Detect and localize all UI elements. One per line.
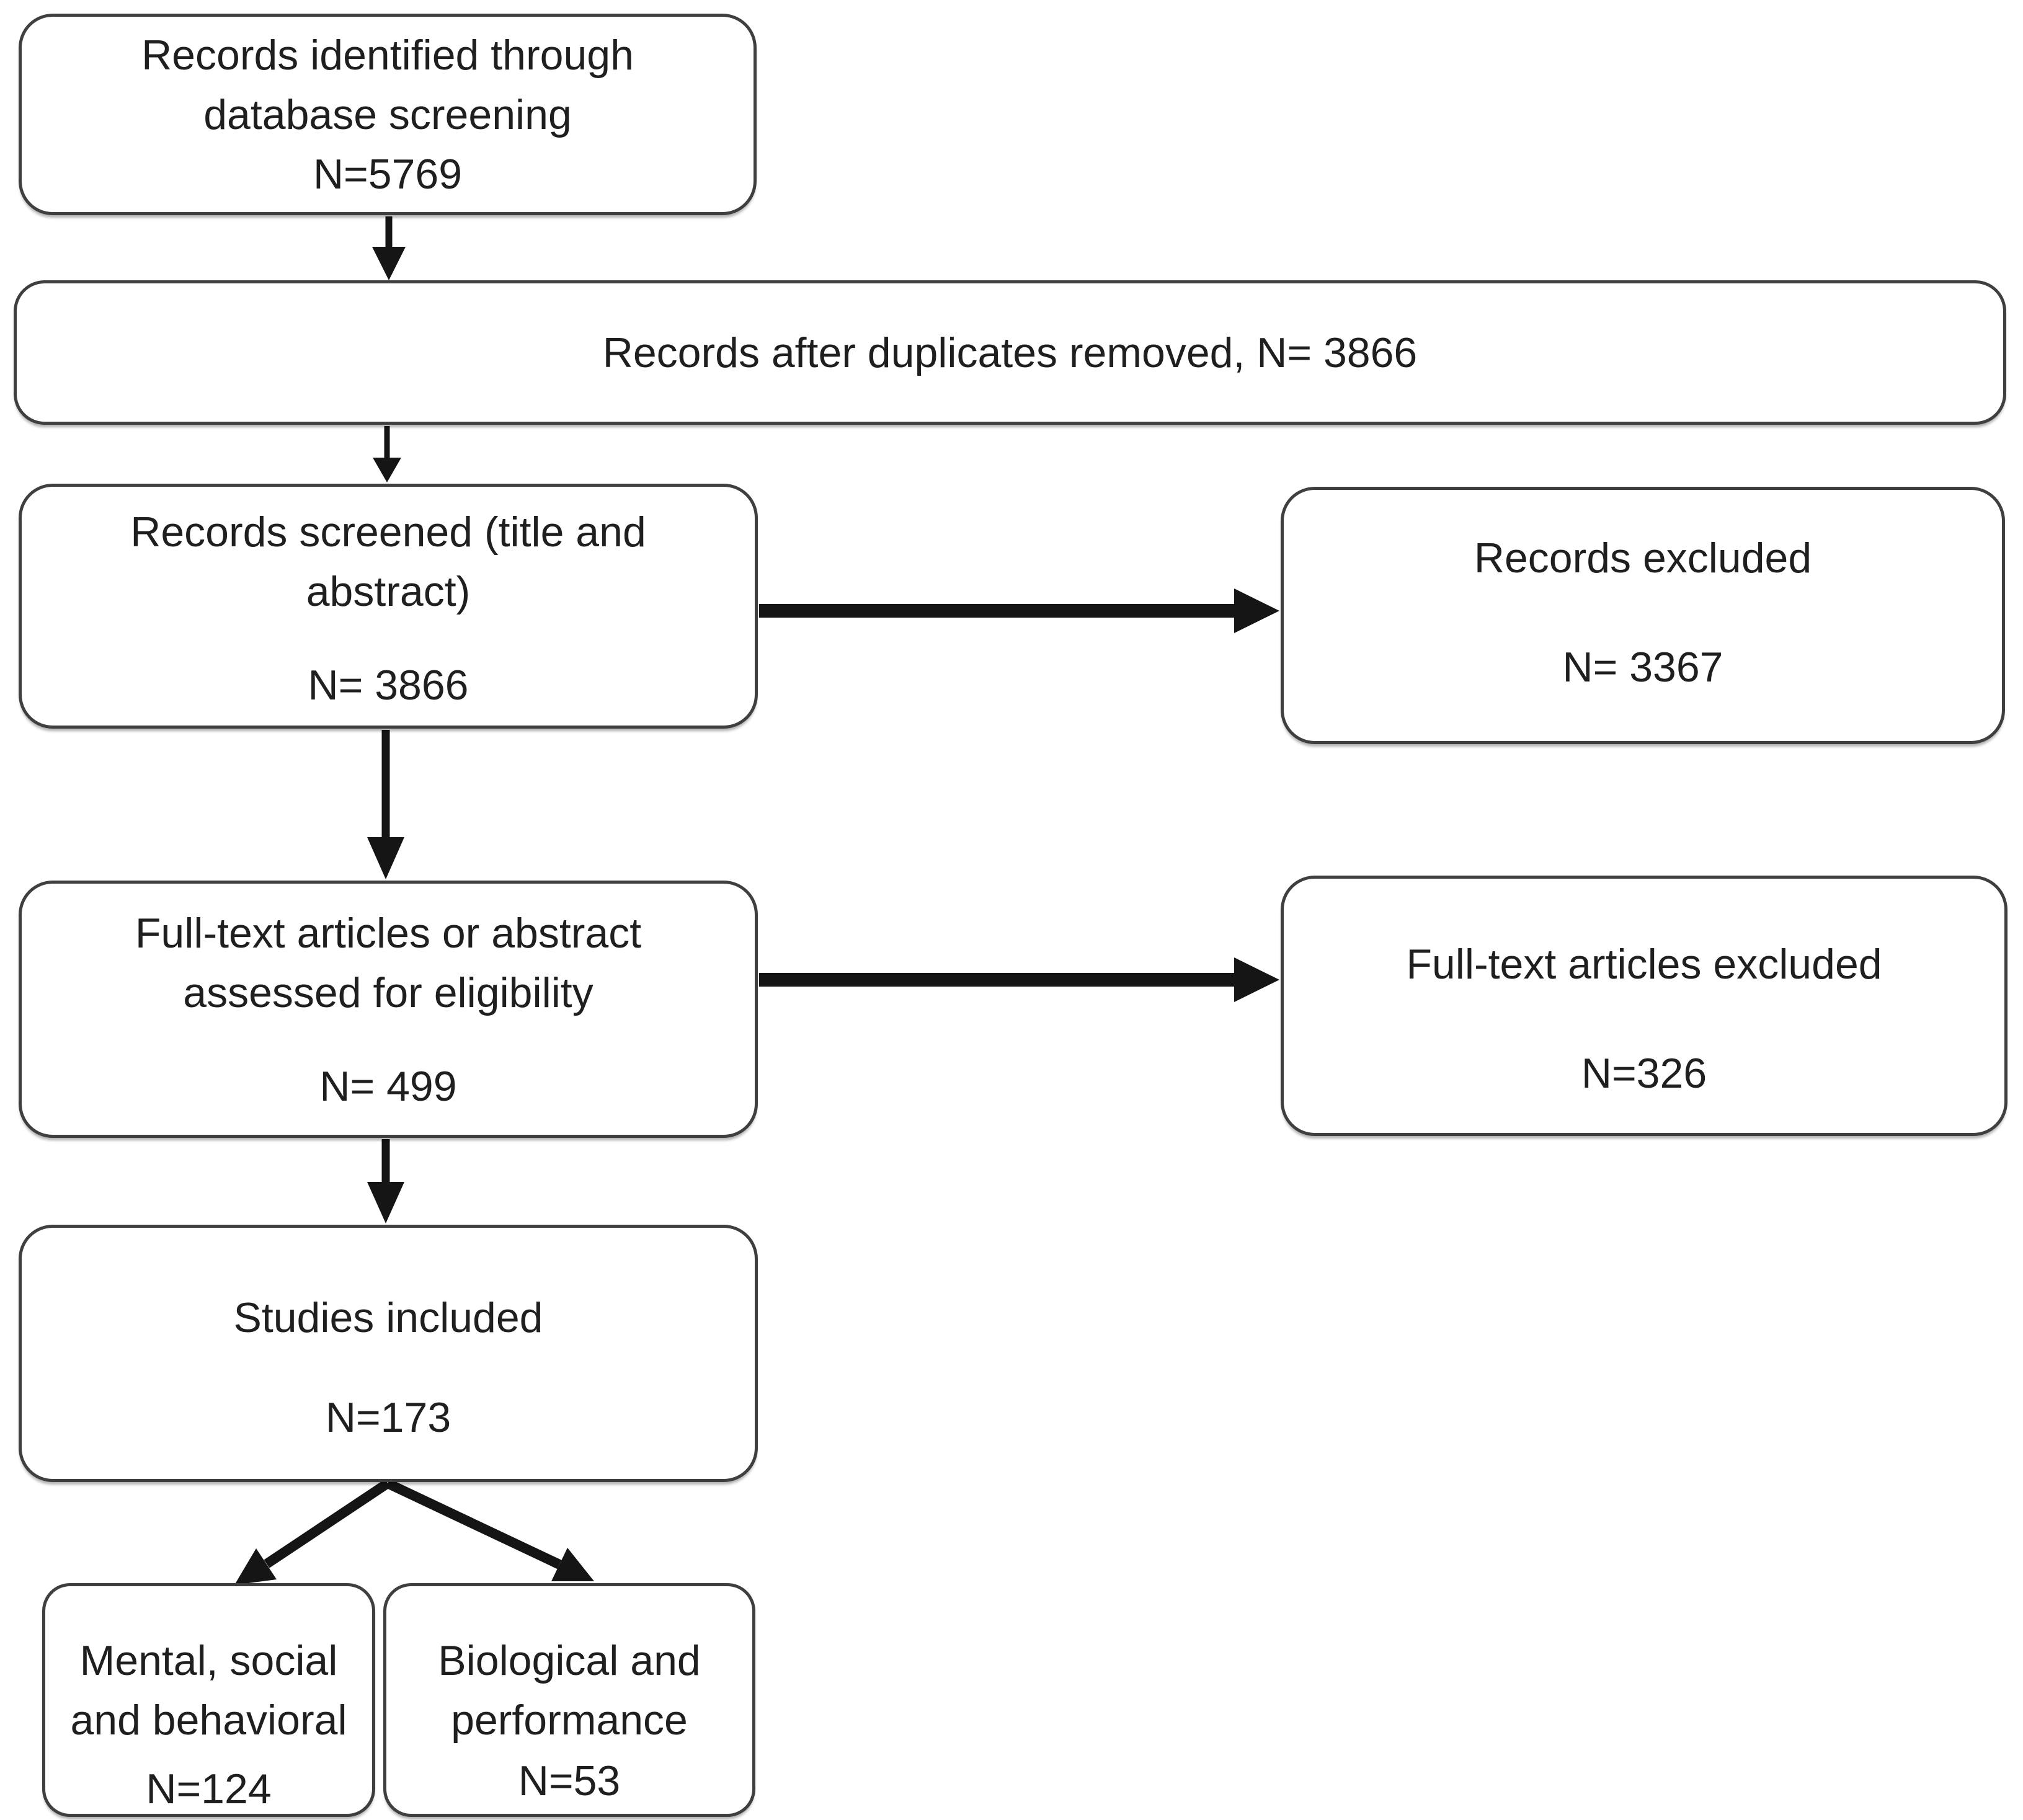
arrow-fulltext-to-included: [367, 1139, 404, 1223]
box-title: Studies included: [233, 1294, 543, 1341]
box-count: N= 499: [319, 1063, 457, 1110]
box-count: N=124: [146, 1765, 272, 1813]
box-title: Records excluded: [1474, 535, 1812, 582]
box-count: N=53: [518, 1757, 621, 1804]
box-title: Biological and performance: [438, 1637, 701, 1744]
box-records-identified: Records identified through database scre…: [19, 14, 757, 215]
arrow-screened-to-records-excluded: [759, 588, 1279, 633]
box-title: Records screened (title and abstract): [130, 508, 646, 615]
box-records-excluded: Records excluded N= 3367: [1281, 487, 2005, 744]
box-count: N=173: [325, 1394, 451, 1441]
box-records-screened: Records screened (title and abstract) N=…: [19, 484, 758, 729]
box-biological-performance: Biological and performance N=53: [383, 1583, 755, 1817]
box-count: N= 3866: [308, 662, 469, 709]
box-title: Records identified through database scre…: [141, 32, 634, 138]
box-fulltext-excluded: Full-text articles excluded N=326: [1281, 876, 2007, 1136]
arrow-screened-to-fulltext: [367, 730, 404, 879]
box-title: Full-text articles excluded: [1406, 941, 1882, 988]
box-count: N= 3367: [1562, 644, 1723, 691]
box-duplicates-removed: Records after duplicates removed, N= 386…: [14, 280, 2006, 425]
box-count: N=326: [1581, 1050, 1707, 1097]
box-title: Full-text articles or abstract assessed …: [135, 910, 642, 1016]
box-studies-included: Studies included N=173: [19, 1225, 758, 1482]
arrow-included-to-mental: [234, 1479, 391, 1585]
box-count: N=5769: [313, 151, 463, 198]
arrow-included-to-biological: [385, 1478, 594, 1581]
arrow-duplicates-to-screened: [373, 426, 401, 482]
box-mental-social-behavioral: Mental, social and behavioral N=124: [42, 1583, 375, 1817]
box-title: Records after duplicates removed, N= 386…: [602, 329, 1418, 376]
box-title: Mental, social and behavioral: [70, 1637, 347, 1744]
arrow-fulltext-to-fulltext-excluded: [759, 957, 1279, 1002]
arrow-identified-to-duplicates: [372, 216, 406, 280]
box-fulltext-assessed: Full-text articles or abstract assessed …: [19, 881, 758, 1138]
